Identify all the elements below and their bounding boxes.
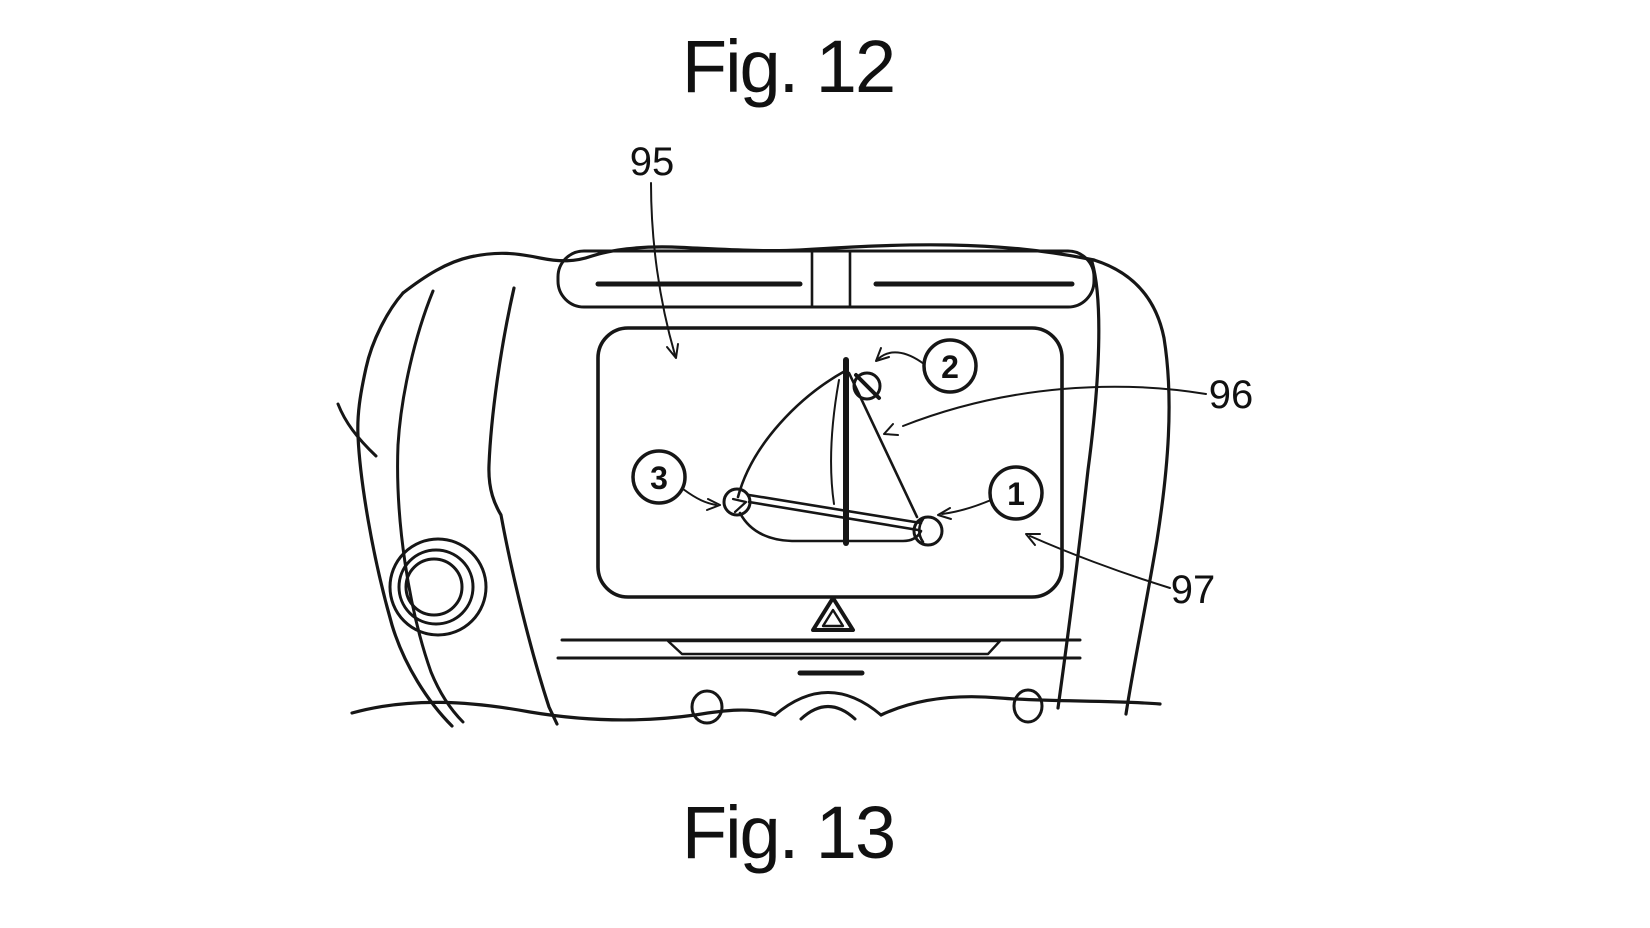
callout-2-circle: [922, 338, 978, 394]
figure-12-caption: Fig. 12: [682, 25, 894, 108]
left-console-edge-line: [487, 286, 559, 726]
reference-96-label: 96: [1209, 373, 1254, 417]
knob-outer-ring: [388, 537, 488, 637]
sailboat-boom-lower-line: [747, 500, 920, 532]
bow-marker-tick: [731, 497, 748, 514]
left-pillar-outer-line: [356, 291, 454, 728]
lower-control-panel: [690, 670, 1044, 725]
air-vent-outline: [556, 249, 1096, 309]
callout-2-arrowhead: [875, 347, 890, 362]
masthead-marker-slash: [854, 373, 881, 400]
stern-touch-marker: [912, 515, 944, 547]
reference-97-arrowhead: [1025, 533, 1041, 546]
touch-point-callout-1: 1: [937, 465, 1044, 521]
right-pillar-outer-line: [1092, 258, 1171, 716]
masthead-touch-marker: [852, 371, 882, 401]
bottom-break-line: [350, 695, 1162, 722]
sailboat-jib-curve: [736, 369, 847, 499]
center-knob-inner-arc: [799, 705, 857, 721]
callout-1-number: 1: [1007, 476, 1025, 512]
air-vent-divider: [810, 250, 852, 308]
stern-marker-tick: [917, 517, 925, 544]
callout-1-circle: [988, 465, 1044, 521]
touch-point-callout-2: 2: [875, 338, 978, 394]
left-door-gap-line: [336, 402, 378, 458]
display-screen-bezel: [596, 326, 1064, 599]
reference-96-leader-line: [902, 385, 1207, 427]
reference-95-label: 95: [630, 140, 675, 184]
knob-middle-ring: [397, 548, 475, 626]
callout-3-number: 3: [650, 460, 668, 496]
callout-2-leader-line: [877, 351, 925, 365]
rotary-knob: [388, 537, 488, 637]
figure-13-caption: Fig. 13: [682, 791, 894, 874]
reference-96-arrowhead: [883, 423, 899, 436]
reference-95-arrowhead: [666, 343, 679, 359]
reference-97: 97: [1025, 533, 1216, 612]
sailboat-boom-upper-line: [747, 493, 923, 525]
hazard-warning-triangle-icon: [811, 596, 855, 632]
callout-1-arrowhead: [937, 507, 952, 520]
reference-95-leader-line: [650, 182, 676, 356]
hazard-triangle-outer: [811, 596, 855, 632]
knob-inner-ring: [404, 557, 464, 617]
lower-trim-band: [556, 638, 1082, 660]
callout-3-arrowhead: [706, 498, 721, 511]
center-knob-outer-arc: [773, 691, 883, 717]
sailboat-hull-bottom: [738, 511, 923, 543]
hazard-triangle-inner: [821, 608, 845, 628]
right-pillar-inner-line: [1056, 260, 1101, 710]
trim-band-slot: [666, 639, 1002, 656]
callout-3-circle: [631, 449, 687, 505]
sailboat-drawing: [722, 357, 944, 547]
callout-1-leader-line: [941, 499, 992, 515]
panel-right-button: [1012, 688, 1044, 724]
reference-97-label: 97: [1171, 568, 1216, 612]
reference-97-leader-line: [1029, 535, 1171, 589]
dashboard-sketch: [336, 243, 1171, 728]
touch-point-callout-3: 3: [631, 449, 721, 511]
sailboat-sail-inner-line: [830, 379, 840, 505]
air-vent: [556, 249, 1096, 309]
bow-touch-marker: [722, 487, 752, 517]
left-pillar-inner-line: [396, 289, 465, 724]
dashboard-cowl-line: [401, 243, 1096, 295]
panel-left-button: [690, 689, 724, 725]
reference-95: 95: [630, 140, 679, 359]
callout-2-number: 2: [941, 349, 959, 385]
reference-96: 96: [883, 373, 1254, 436]
callout-3-leader-line: [682, 488, 717, 506]
